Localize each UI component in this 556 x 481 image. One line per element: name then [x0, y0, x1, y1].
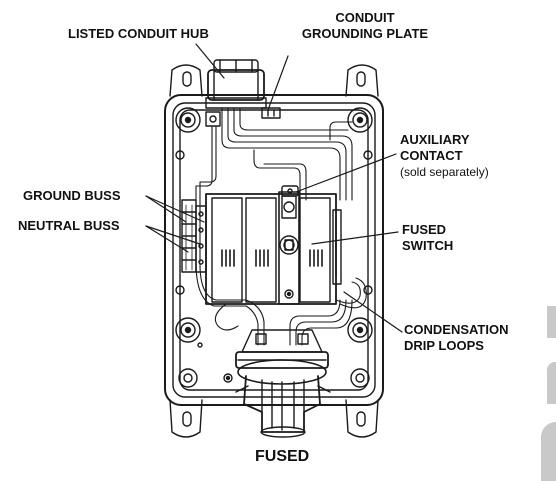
leader-ground-buss-a [145, 195, 205, 223]
leader-conduit-grounding-plate [267, 55, 289, 111]
leader-listed-conduit-hub [195, 43, 225, 79]
label-conduit-grounding-plate-line1: CONDUIT [335, 10, 395, 25]
label-fused-switch-line2: SWITCH [402, 238, 454, 253]
label-auxiliary-contact-line1: AUXILIARY [400, 132, 470, 147]
bottom-hardware [197, 342, 233, 383]
label-condensation-drip-loops: CONDENSATION DRIP LOOPS [404, 322, 508, 354]
corner-screws [175, 107, 373, 388]
label-fused-switch-line1: FUSED [402, 222, 447, 237]
buss-bars [181, 199, 207, 273]
fused-switch [205, 191, 342, 305]
label-auxiliary-contact-note: (sold separately) [400, 165, 489, 179]
leader-neutral-buss-a [145, 225, 201, 245]
page-tab-middle [547, 362, 556, 404]
label-listed-conduit-hub: LISTED CONDUIT HUB [68, 26, 209, 41]
label-fused-switch: FUSED SWITCH [402, 222, 453, 254]
drip-loops [214, 277, 367, 331]
label-neutral-buss: NEUTRAL BUSS [18, 218, 120, 233]
label-condensation-line1: CONDENSATION [404, 322, 509, 337]
label-conduit-grounding-plate: CONDUIT GROUNDING PLATE [280, 10, 450, 42]
leader-ground-buss-b [145, 195, 187, 223]
leader-neutral-buss-b [145, 225, 189, 253]
label-conduit-grounding-plate-line2: GROUNDING PLATE [301, 26, 429, 41]
inlet-receptacle [235, 329, 331, 438]
leader-auxiliary-contact [295, 153, 397, 193]
leader-condensation-drip-loops [343, 291, 403, 333]
label-auxiliary-contact: AUXILIARY CONTACT (sold separately) [400, 132, 489, 180]
page-tab-upper [547, 306, 556, 338]
mounting-ears [169, 64, 379, 438]
label-ground-buss: GROUND BUSS [23, 188, 121, 203]
label-auxiliary-contact-line2: CONTACT [400, 148, 463, 163]
diagram-caption: FUSED [255, 448, 310, 465]
label-condensation-line2: DRIP LOOPS [404, 338, 484, 353]
grounding-plate [205, 107, 281, 127]
leader-lines [145, 43, 403, 333]
leader-fused-switch [311, 231, 399, 245]
page-tab-lower [541, 422, 556, 481]
